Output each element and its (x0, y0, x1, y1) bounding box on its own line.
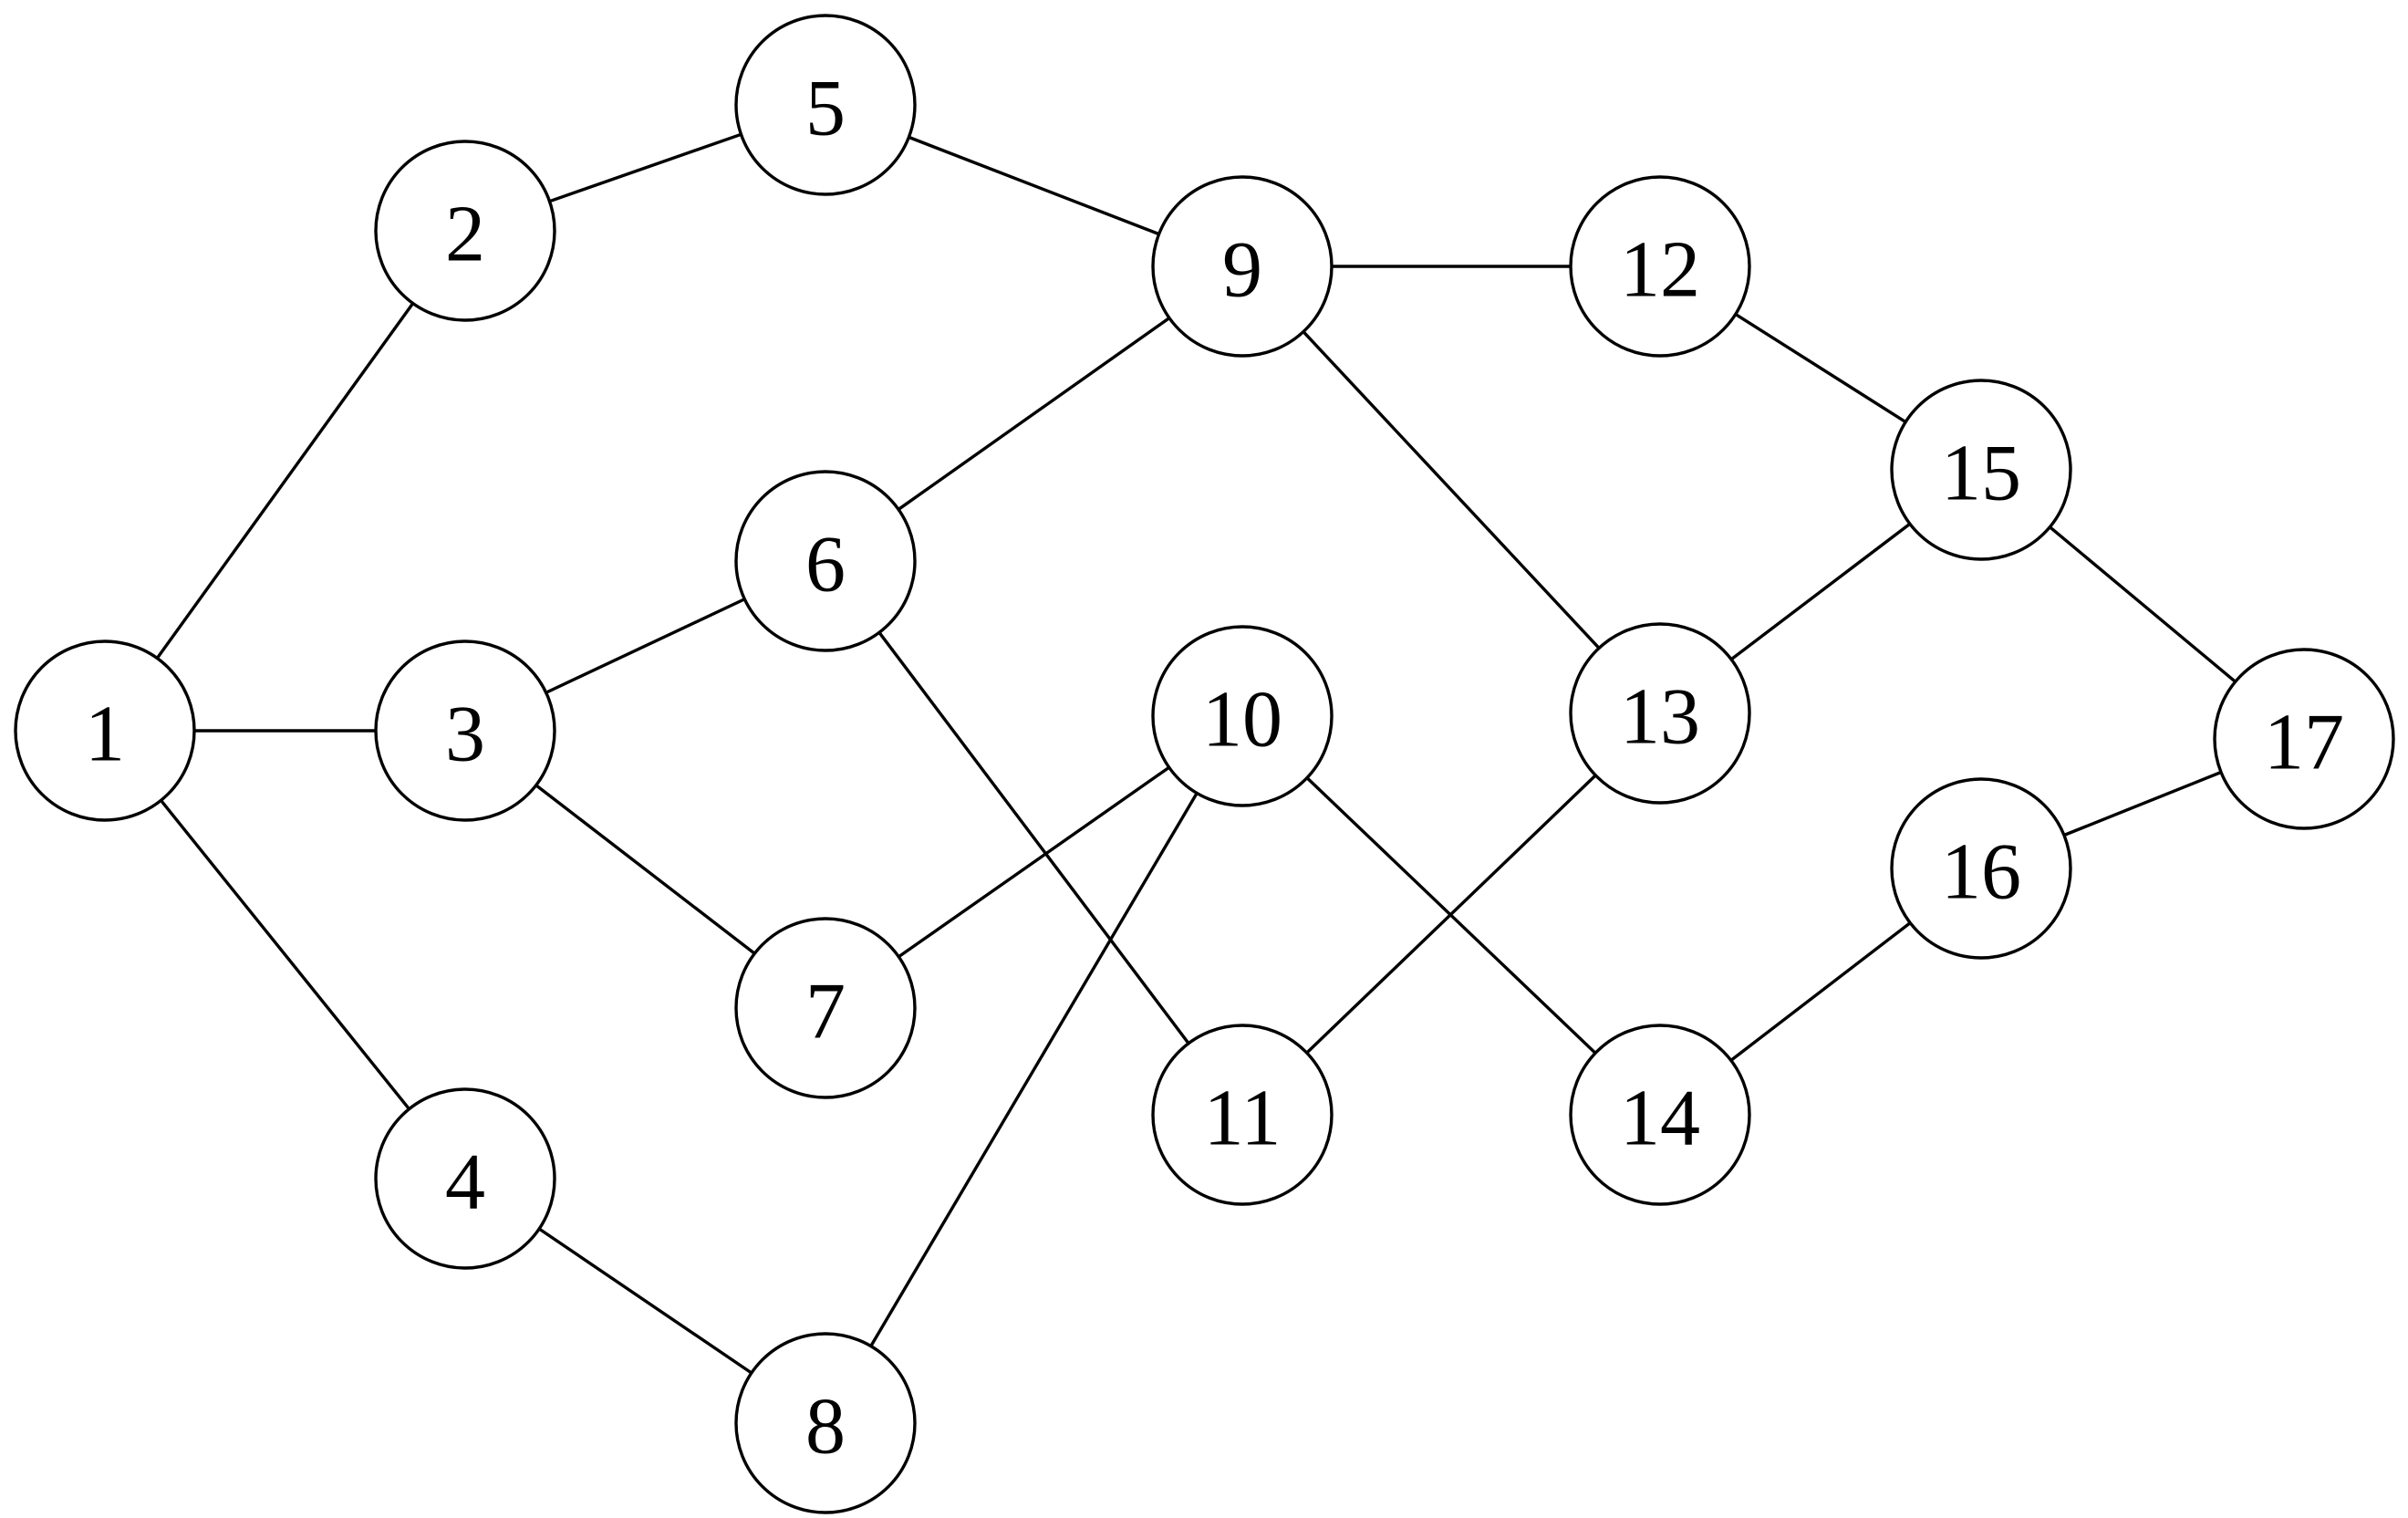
node-label: 1 (85, 691, 125, 779)
node-circle (1890, 777, 2072, 960)
node-circle (1569, 1024, 1751, 1206)
node-circle (1151, 1024, 1334, 1206)
node-circle (2213, 648, 2395, 830)
node-10: 10 (1151, 625, 1334, 807)
edge-15-17 (2049, 525, 2237, 683)
edge-7-10 (898, 765, 1170, 959)
node-circle (374, 639, 556, 822)
node-label: 8 (805, 1383, 846, 1471)
node-circle (1151, 175, 1334, 358)
node-16: 16 (1890, 777, 2072, 960)
edge-5-9 (908, 135, 1160, 236)
edge-12-15 (1734, 313, 1907, 423)
node-label: 15 (1941, 430, 2021, 518)
node-circle (374, 140, 556, 322)
node-label: 12 (1620, 226, 1700, 315)
edges (155, 132, 2237, 1375)
edge-2-5 (548, 132, 742, 203)
node-circle (1569, 175, 1751, 358)
node-label: 13 (1620, 673, 1700, 762)
edge-16-17 (2063, 770, 2222, 837)
node-12: 12 (1569, 175, 1751, 358)
edge-3-6 (545, 598, 746, 694)
node-circle (1890, 379, 2072, 561)
node-label: 7 (805, 968, 846, 1056)
node-label: 10 (1202, 676, 1282, 764)
node-label: 5 (805, 65, 846, 153)
node-label: 11 (1204, 1075, 1282, 1163)
edge-13-15 (1730, 522, 1911, 661)
edge-1-2 (155, 302, 415, 660)
edge-4-8 (538, 1227, 752, 1375)
node-label: 9 (1222, 226, 1262, 315)
node-5: 5 (734, 14, 917, 196)
node-label: 17 (2264, 699, 2344, 787)
node-17: 17 (2213, 648, 2395, 830)
node-circle (734, 917, 917, 1099)
node-circle (734, 14, 917, 196)
node-3: 3 (374, 639, 556, 822)
node-label: 4 (445, 1138, 485, 1227)
edge-8-10 (869, 792, 1199, 1347)
node-label: 16 (1941, 828, 2021, 917)
edge-9-13 (1302, 330, 1601, 650)
node-8: 8 (734, 1332, 917, 1514)
node-circle (14, 639, 196, 822)
node-label: 3 (445, 691, 485, 779)
edge-1-4 (160, 799, 410, 1110)
node-circle (1569, 622, 1751, 805)
node-label: 6 (805, 521, 846, 609)
edge-6-11 (877, 631, 1190, 1045)
edge-6-9 (898, 317, 1170, 511)
node-14: 14 (1569, 1024, 1751, 1206)
node-11: 11 (1151, 1024, 1334, 1206)
edge-11-13 (1305, 774, 1597, 1055)
node-15: 15 (1890, 379, 2072, 561)
node-2: 2 (374, 140, 556, 322)
node-7: 7 (734, 917, 917, 1099)
node-label: 2 (445, 191, 485, 279)
node-label: 14 (1620, 1075, 1700, 1163)
node-circle (1151, 625, 1334, 807)
node-1: 1 (14, 639, 196, 822)
node-circle (734, 1332, 917, 1514)
node-circle (734, 470, 917, 652)
edge-14-16 (1729, 921, 1912, 1062)
node-circle (374, 1087, 556, 1270)
node-9: 9 (1151, 175, 1334, 358)
node-13: 13 (1569, 622, 1751, 805)
node-6: 6 (734, 470, 917, 652)
edge-3-7 (535, 784, 756, 955)
node-4: 4 (374, 1087, 556, 1270)
